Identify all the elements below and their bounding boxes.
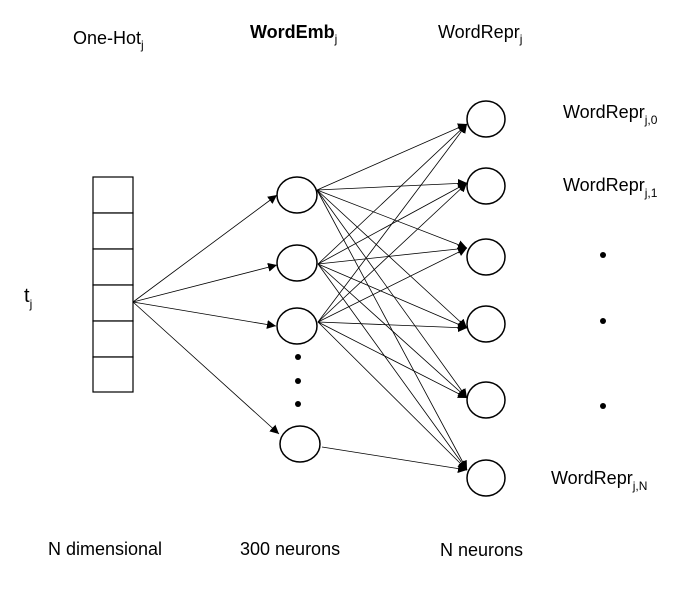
output-label-n: WordReprj,N xyxy=(551,468,647,493)
ellipsis-dot xyxy=(600,252,606,258)
ellipsis-dot xyxy=(295,354,301,360)
one-hot-cell xyxy=(92,320,134,358)
one-hot-cell xyxy=(92,284,134,322)
embedding-to-output-edge xyxy=(316,189,468,329)
ellipsis-dot xyxy=(295,401,301,407)
embedding-neuron xyxy=(276,307,318,345)
embedding-to-output-edge xyxy=(316,189,468,249)
one-hot-to-embedding-edge xyxy=(132,262,278,303)
one-hot-cell xyxy=(92,212,134,250)
input-token-label: tj xyxy=(24,285,32,311)
embedding-neuron xyxy=(279,425,321,463)
output-neuron xyxy=(466,100,506,138)
one-hot-to-embedding-edge xyxy=(132,301,277,329)
one-hot-cell xyxy=(92,176,134,214)
embedding-to-output-edge xyxy=(316,189,468,399)
connection-edges xyxy=(132,123,468,474)
embedding-to-output-edge xyxy=(317,263,468,399)
footer-word-emb: 300 neurons xyxy=(240,539,340,559)
embedding-to-output-edge xyxy=(316,123,468,191)
one-hot-cell xyxy=(92,356,134,393)
embedding-to-output-edge xyxy=(316,178,468,191)
embedding-to-output-edge xyxy=(317,321,468,471)
output-label-0: WordReprj,0 xyxy=(563,102,658,127)
ellipsis-dot xyxy=(295,378,301,384)
embedding-to-output-edge xyxy=(316,189,468,471)
output-neuron xyxy=(466,238,506,276)
output-neuron xyxy=(466,167,506,205)
embedding-to-output-edge xyxy=(317,321,468,333)
embedding-to-output-edge xyxy=(317,123,468,265)
embedding-to-output-edge xyxy=(317,123,468,323)
ellipsis-dot xyxy=(600,318,606,324)
embedding-layer xyxy=(276,176,321,463)
output-layer xyxy=(466,100,506,497)
footer-one-hot: N dimensional xyxy=(48,539,162,559)
header-word-emb: WordEmbj xyxy=(250,22,337,46)
embedding-to-output-edge xyxy=(321,446,468,474)
embedding-to-output-edge xyxy=(317,247,468,323)
embedding-neuron xyxy=(276,244,318,282)
embedding-to-output-edge xyxy=(317,182,468,323)
footer-word-repr: N neurons xyxy=(440,540,523,560)
embedding-to-output-edge xyxy=(317,321,468,399)
output-label-1: WordReprj,1 xyxy=(563,175,658,200)
output-neuron xyxy=(466,459,506,497)
one-hot-vector xyxy=(92,176,134,393)
output-neuron xyxy=(466,381,506,419)
embedding-to-output-edge xyxy=(317,263,468,329)
one-hot-cell xyxy=(92,248,134,286)
output-neuron xyxy=(466,305,506,343)
header-one-hot: One-Hotj xyxy=(73,28,144,52)
embedding-neuron xyxy=(276,176,318,214)
one-hot-to-embedding-edge xyxy=(132,194,278,303)
one-hot-to-embedding-edge xyxy=(132,301,280,435)
header-word-repr: WordReprj xyxy=(438,22,522,46)
ellipsis-dot xyxy=(600,403,606,409)
embedding-to-output-edge xyxy=(317,244,468,265)
